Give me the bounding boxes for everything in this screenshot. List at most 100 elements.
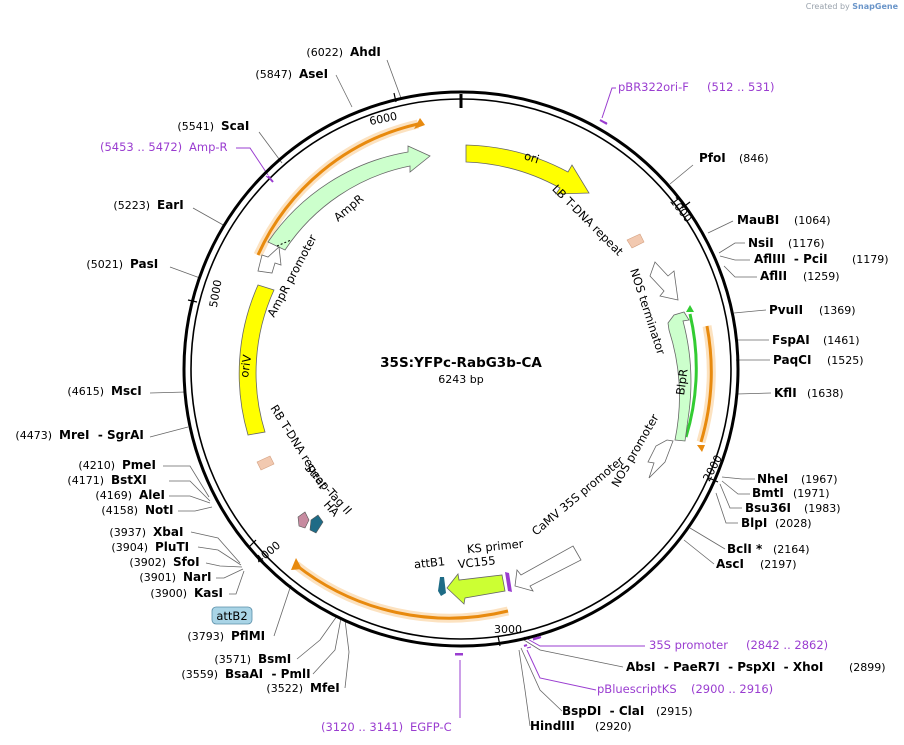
site-pos: (1525) (827, 354, 864, 367)
site-name: BsmI (258, 652, 291, 666)
site-name: AflII (760, 269, 787, 283)
site-name: PaqCI (773, 353, 811, 367)
site-name: PluTI (155, 540, 189, 554)
feature-camv35s[interactable] (514, 545, 582, 592)
site-pos: (3901) (139, 571, 176, 584)
feature-blpr[interactable] (667, 311, 692, 442)
primer-range: (5453 .. 5472) (100, 140, 182, 154)
site-name: NarI (183, 570, 212, 584)
site-pos: (4615) (67, 385, 104, 398)
site-pos: (6022) (306, 46, 343, 59)
tick-4000: 4000 (253, 539, 283, 567)
site-pos: (1638) (807, 387, 844, 400)
primer-leaders (236, 87, 645, 718)
label-oriv: oriV (237, 354, 254, 379)
site-pos: (5223) (113, 199, 150, 212)
arrowhead-egfp (291, 558, 302, 570)
feature-strep-tag[interactable] (297, 511, 310, 529)
plasmid-size: 6243 bp (438, 373, 483, 386)
attb2-box[interactable] (211, 606, 253, 625)
site-name: AscI (716, 557, 744, 571)
site-name: AhdI (350, 45, 381, 59)
site-pos: (2028) (775, 517, 812, 530)
site-pos: (3900) (150, 587, 187, 600)
site-pos: (2915) (656, 705, 693, 718)
site-pos: (4169) (95, 489, 132, 502)
primer-label: EGFP-C (410, 720, 452, 734)
site-pos: (4171) (67, 474, 104, 487)
site-name: MreI - SgrAI (59, 428, 144, 442)
site-pos: (1176) (788, 237, 825, 250)
site-pos: (1369) (819, 304, 856, 317)
label-attb1: attB1 (413, 554, 446, 571)
primer-range: (2900 .. 2916) (691, 682, 773, 696)
arrowhead-blp-green (686, 305, 694, 312)
ampr-divider (276, 239, 292, 247)
site-pos: (3559) (181, 668, 218, 681)
site-name: MscI (111, 384, 142, 398)
site-leaders (149, 59, 772, 727)
credit-prefix: Created by (805, 2, 850, 11)
arrowhead-blp (697, 445, 705, 452)
site-pos: (3571) (214, 653, 251, 666)
feature-rb-repeat[interactable] (256, 455, 275, 471)
site-name: AleI (139, 488, 165, 502)
site-name: MfeI (310, 681, 340, 695)
feature-ks-primer[interactable] (505, 572, 512, 592)
feature-ori[interactable] (465, 144, 590, 195)
site-pos: (3902) (129, 556, 166, 569)
site-pos: (2899) (849, 661, 886, 674)
site-pos: (1461) (823, 334, 860, 347)
label-attb2: attB2 (216, 609, 247, 623)
primer-label: Amp-R (189, 140, 228, 154)
site-name: FspAI (772, 333, 810, 347)
site-pos: (2164) (773, 543, 810, 556)
site-name: PvuII (769, 303, 803, 317)
feature-ha[interactable] (309, 514, 324, 534)
site-pos: (3522) (266, 682, 303, 695)
site-pos: (1064) (794, 214, 831, 227)
feature-ampr[interactable] (267, 145, 431, 251)
feature-vc155[interactable] (446, 573, 506, 605)
snapgene-credit: Created by SnapGene (806, 2, 898, 11)
tick-6000: 6000 (368, 110, 398, 129)
label-blpr: BlpR (673, 368, 691, 396)
feature-attb1[interactable] (438, 577, 446, 596)
site-name: BclI * (727, 542, 763, 556)
site-pos: (4158) (101, 504, 138, 517)
site-name: PmeI (122, 458, 156, 472)
site-name: MauBI (737, 213, 779, 227)
site-pos: (2920) (595, 720, 632, 733)
sites-left: (6022) AhdI (5847) AseI (5541) ScaI (522… (15, 45, 380, 695)
tick-1000: 1000 (667, 195, 694, 225)
feature-lb-repeat[interactable] (626, 233, 645, 249)
primer-range: (512 .. 531) (707, 80, 775, 94)
site-name: HindIII (530, 719, 575, 733)
site-name: PasI (130, 257, 158, 271)
sites-right: PfoI (846) MauBI (1064) NsiI (1176) AflI… (530, 151, 889, 733)
site-pos: (1967) (801, 473, 838, 486)
plasmid-name: 35S:YFPc-RabG3b-CA (380, 355, 542, 371)
site-name: NheI (757, 472, 788, 486)
site-pos: (5021) (86, 258, 123, 271)
site-name: SfoI (173, 555, 200, 569)
feature-nos-terminator[interactable] (649, 261, 679, 301)
backbone-outer (182, 90, 740, 648)
site-name: KflI (774, 386, 797, 400)
site-pos: (4210) (78, 459, 115, 472)
feature-oriV[interactable] (238, 284, 275, 436)
primer-marks (267, 119, 608, 655)
feature-nos-promoter[interactable] (647, 439, 674, 479)
label-ampr-promoter: AmpR promoter (264, 232, 319, 319)
feature-ampr-promoter[interactable] (257, 246, 282, 274)
label-ori: ori (522, 149, 541, 167)
tick-5000: 5000 (207, 279, 225, 309)
site-pos: (1259) (803, 270, 840, 283)
site-name: BlpI (741, 516, 767, 530)
site-name: AseI (299, 67, 328, 81)
site-name: AflIII - PciI (754, 252, 828, 266)
site-pos: (2197) (760, 558, 797, 571)
site-name: Bsu36I (745, 501, 791, 515)
site-pos: (5541) (177, 120, 214, 133)
primer-label: pBR322ori-F (618, 80, 689, 94)
